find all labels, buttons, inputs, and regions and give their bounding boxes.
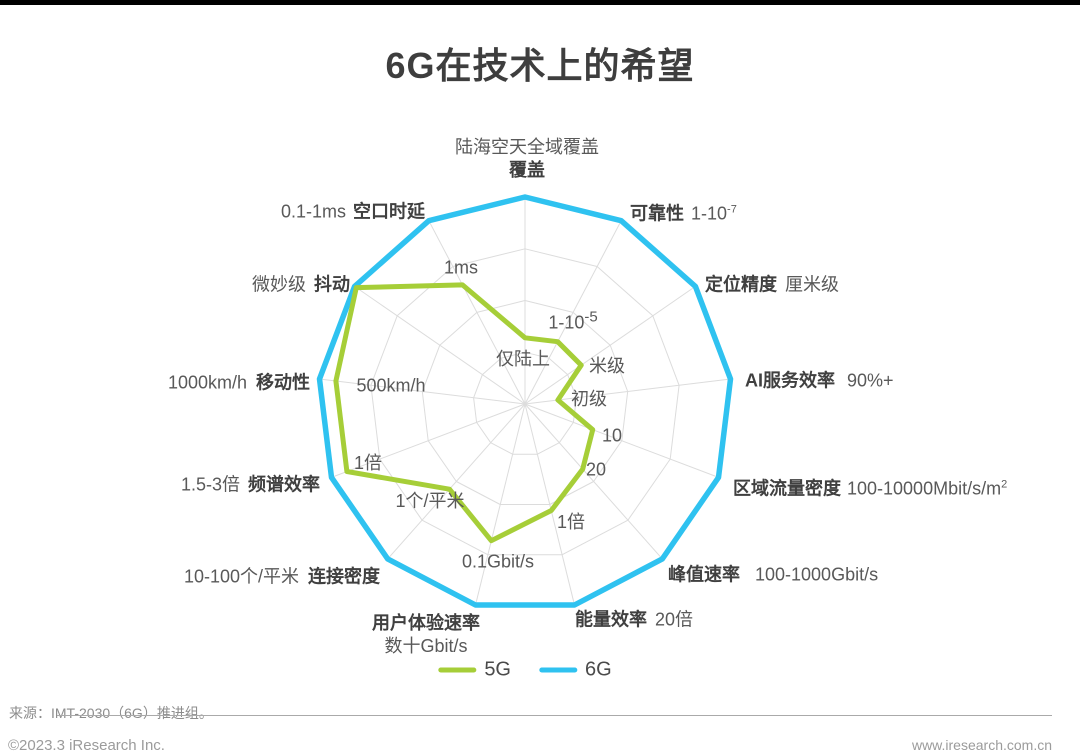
grid-spoke-4 [524,403,719,478]
source-note: 来源：IMT-2030（6G）推进组。 [9,705,213,721]
axis-label-7: 用户体验速率数十Gbit/s [372,613,480,656]
grid-spoke-9 [331,403,526,478]
grid-ring-2 [370,248,680,556]
axis-5g-value-7: 0.1Gbit/s [461,551,535,572]
axis-5g-value-5: 20 [585,459,607,480]
series-6g-polygon [316,194,734,608]
legend-6g-line-swatch [539,667,577,673]
axis-label-0: 陆海空天全域覆盖覆盖 [455,137,599,180]
grid-spoke-10 [319,378,526,405]
legend-5g-label: 5G [484,658,511,681]
axis-5g-value-1: 1-10-5 [548,308,598,333]
legend-5g-line-swatch [438,667,477,673]
axis-5g-value-2: 米级 [589,356,625,376]
axis-5g-value-3: 初级 [571,389,607,409]
chart-legend: 5G 6G [438,659,612,682]
footer-divider [57,715,1052,716]
top-border-bar [0,0,1080,5]
legend-item-6g: 6G [539,659,612,682]
legend-6g-label: 6G [585,658,612,681]
grid-ring-1 [421,300,629,505]
grid-spoke-6 [524,403,575,606]
footer-website: www.iresearch.com.cn [911,737,1052,751]
grid-spoke-5 [524,403,663,560]
axis-5g-value-6: 1倍 [556,512,586,532]
series-5g-polygon [333,282,596,544]
axis-5g-value-4: 10 [601,425,623,446]
axis-5g-value-12: 1ms [443,257,479,278]
grid-spoke-8 [387,403,526,560]
axis-label-2: 定位精度厘米级 [705,274,839,295]
axis-label-9: 1.5-3倍频谱效率 [180,474,320,495]
grid-ring-0 [473,351,577,455]
grid-spoke-7 [475,403,526,606]
grid-spoke-1 [524,220,622,405]
page-title: 6G在技术上的希望 [385,45,695,87]
legend-item-5g: 5G [438,659,511,682]
axis-5g-value-0: 仅陆上 [496,349,550,369]
grid-spoke-12 [428,220,526,405]
axis-label-11: 微妙级抖动 [252,274,350,295]
grid-spoke-11 [354,285,526,405]
grid-spoke-2 [524,285,696,405]
axis-label-8: 10-100个/平米连接密度 [183,566,380,587]
axis-5g-value-10: 500km/h [356,375,426,396]
axis-5g-value-9: 1倍 [353,453,383,473]
axis-5g-value-8: 1个/平米 [395,491,465,511]
footer-copyright: ©2023.3 iResearch Inc. [8,737,165,751]
